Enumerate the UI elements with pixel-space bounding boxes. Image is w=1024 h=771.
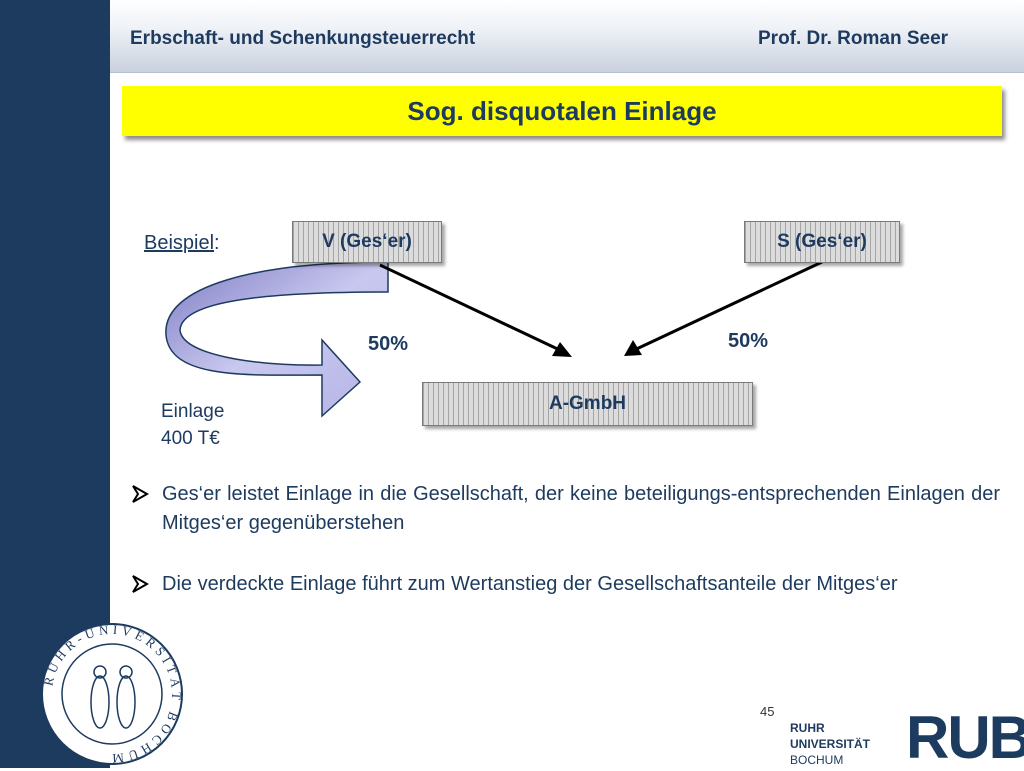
course-title: Erbschaft- und Schenkungsteuerrecht: [130, 28, 476, 49]
rub-logo: RUB: [906, 704, 1024, 771]
node-company-label: A-GmbH: [548, 393, 627, 414]
contribution-curved-arrow: [165, 261, 389, 418]
bullet-item: Ges‘er leistet Einlage in die Gesellscha…: [130, 480, 1000, 538]
bullet-text: Ges‘er leistet Einlage in die Gesellscha…: [162, 483, 1000, 534]
example-label: Beispiel:: [144, 232, 220, 254]
header-bar: [110, 0, 1024, 73]
university-name-line1: RUHR: [790, 721, 825, 735]
arrowhead-v: [552, 342, 572, 357]
node-v-shareholder: V (Ges‘er): [292, 221, 442, 263]
bullet-item: Die verdeckte Einlage führt zum Wertanst…: [130, 570, 1000, 599]
arrowhead-s: [624, 340, 642, 356]
node-v-label: V (Ges‘er): [322, 231, 412, 252]
university-name-line3: BOCHUM: [790, 753, 844, 767]
node-s-shareholder: S (Ges‘er): [744, 221, 900, 263]
contribution-amount: 400 T€: [161, 428, 220, 449]
share-s-percent: 50%: [728, 330, 769, 352]
bullet-arrow-icon: [130, 480, 152, 515]
bullet-arrow-icon: [130, 570, 152, 605]
arrow-v-to-company: [379, 263, 567, 355]
arrow-s-to-company: [629, 260, 823, 354]
page-number: 45: [760, 704, 775, 719]
university-seal-icon: RUHR-UNIVERSITÄT BOCHUM: [40, 622, 183, 766]
contribution-label-line1: Einlage: [161, 401, 225, 422]
node-company: A-GmbH: [422, 382, 753, 426]
university-name-line2: UNIVERSITÄT: [790, 737, 871, 751]
share-v-percent: 50%: [368, 333, 409, 355]
node-s-label: S (Ges‘er): [777, 231, 867, 252]
slide-title: Sog. disquotalen Einlage: [407, 95, 717, 126]
university-name: RUHR UNIVERSITÄT BOCHUM: [790, 720, 870, 768]
professor-name: Prof. Dr. Roman Seer: [758, 28, 949, 49]
contribution-label: Einlage 400 T€: [161, 398, 224, 452]
bullet-text: Die verdeckte Einlage führt zum Wertanst…: [162, 573, 898, 595]
slide-title-box: Sog. disquotalen Einlage: [122, 86, 1002, 136]
